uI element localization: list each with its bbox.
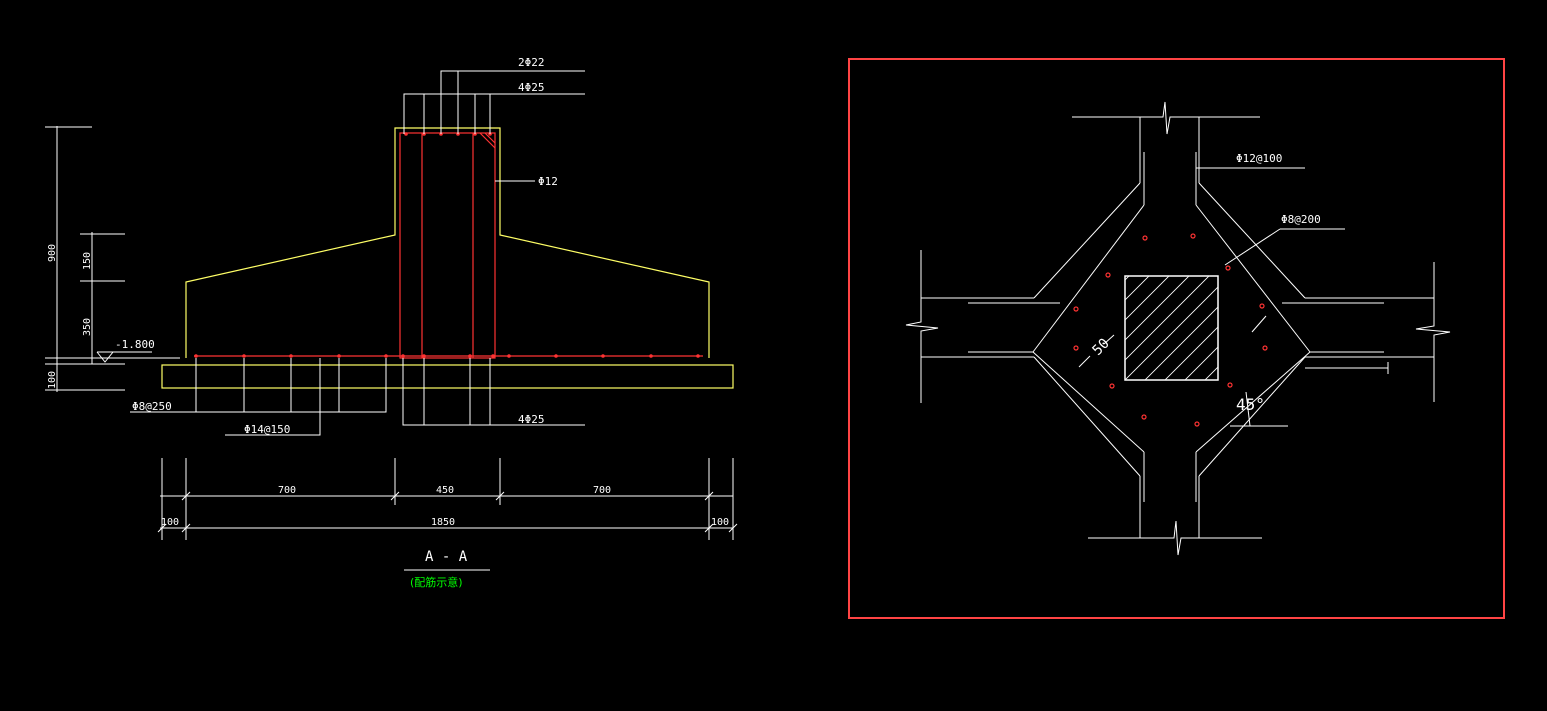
column-outline <box>1124 275 1219 381</box>
label-elevation: -1.800 <box>115 338 155 351</box>
dim-lower-height: 350 <box>82 318 93 336</box>
blinding-pad <box>161 364 734 389</box>
concrete-outline <box>161 127 734 389</box>
horizontal-dimensions <box>157 458 738 571</box>
plan-detail: Φ12@100 Φ8@200 50 45° <box>848 58 1505 619</box>
plan-rebar-dots <box>1073 233 1268 427</box>
stirrup-hook <box>479 132 496 149</box>
label-stirrup: Φ12 <box>538 175 558 188</box>
dim-overall-width: 1850 <box>431 517 455 528</box>
label-base-bar-2: Φ14@150 <box>244 423 290 436</box>
dim-upper-height: 150 <box>82 252 93 270</box>
diamond-rebar-lines <box>968 152 1389 502</box>
plan-label-stirrup: Φ12@100 <box>1236 152 1282 165</box>
plan-label-angle: 45° <box>1236 395 1265 414</box>
section-title: A - A <box>425 549 468 565</box>
plan-leaders <box>1078 167 1345 427</box>
dim-pad-right: 100 <box>711 517 729 528</box>
dim-pad-left: 100 <box>161 517 179 528</box>
dim-pad-height: 100 <box>47 371 58 389</box>
base-bar-dots <box>194 354 700 358</box>
section-note: (配筋示意) <box>410 575 463 589</box>
dim-total-height: 900 <box>47 244 58 262</box>
vertical-dimensions <box>45 126 180 392</box>
dim-right-width: 700 <box>593 485 611 496</box>
label-top-bars-a: 2Φ22 <box>518 56 545 69</box>
label-top-bars-b: 4Φ25 <box>518 81 545 94</box>
rebar-group <box>194 132 703 359</box>
dim-left-width: 700 <box>278 485 296 496</box>
label-base-bar-1: Φ8@250 <box>132 400 172 413</box>
selection-frame[interactable] <box>848 58 1505 619</box>
column-section <box>1124 275 1219 381</box>
column-stirrup <box>399 132 496 359</box>
section-a-a: 2Φ22 4Φ25 Φ12 4Φ25 Φ8@250 Φ14@150 -1.800… <box>45 56 738 589</box>
label-bottom-bars: 4Φ25 <box>518 413 545 426</box>
leader-lines <box>130 70 585 436</box>
plan-label-bar: Φ8@200 <box>1281 213 1321 226</box>
beam-outlines <box>905 101 1451 556</box>
footing-outline <box>185 127 710 358</box>
dim-middle-width: 450 <box>436 485 454 496</box>
